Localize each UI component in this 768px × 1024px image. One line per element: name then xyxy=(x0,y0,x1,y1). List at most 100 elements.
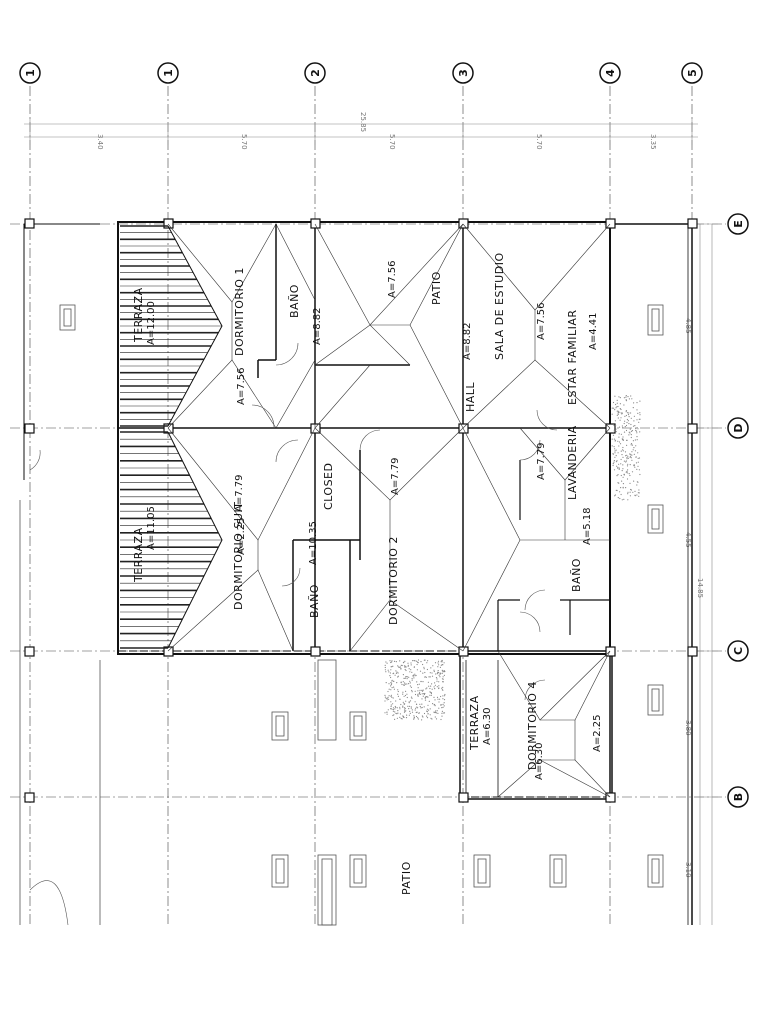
stipple-dot xyxy=(388,688,390,690)
stipple-dot xyxy=(620,450,622,452)
stipple-dot xyxy=(399,716,401,719)
stipple-dot xyxy=(613,407,615,409)
stipple-dot xyxy=(434,699,436,701)
stipple-dot xyxy=(615,407,617,409)
stipple-dot xyxy=(426,696,428,698)
stipple-dot xyxy=(397,675,399,677)
stipple-dot xyxy=(442,686,444,689)
stipple-dot xyxy=(443,702,445,704)
stipple-dot xyxy=(399,708,401,710)
stipple-dot xyxy=(406,693,408,695)
stipple-dot xyxy=(620,493,622,496)
stipple-dot xyxy=(391,660,393,662)
stipple-dot xyxy=(627,414,630,416)
stipple-dot xyxy=(394,705,396,708)
stipple-dot xyxy=(400,681,402,683)
axis-bubble-2: 2 xyxy=(304,62,326,84)
stipple-dot xyxy=(404,683,406,685)
stipple-dot xyxy=(387,696,389,698)
stipple-dot xyxy=(429,714,431,716)
stipple-dot xyxy=(616,410,618,412)
stipple-dot xyxy=(419,670,422,672)
stipple-dot xyxy=(431,688,433,690)
stipple-dot xyxy=(436,678,438,680)
stipple-dot xyxy=(443,662,445,664)
stipple-dot xyxy=(622,449,624,451)
stipple-dot xyxy=(618,468,620,470)
stipple-dot xyxy=(421,698,423,700)
area-hall: A=8.82 xyxy=(462,323,473,361)
stipple-dot xyxy=(405,690,407,693)
stipple-dot xyxy=(632,449,634,451)
stipple-dot xyxy=(624,426,626,428)
stipple-dot xyxy=(616,406,618,408)
stipple-dot xyxy=(424,671,426,674)
stipple-dot xyxy=(634,494,636,496)
area-terraza-2: A=11.05 xyxy=(146,506,157,550)
stipple-dot xyxy=(636,481,639,483)
stipple-dot xyxy=(633,420,635,422)
stipple-dot xyxy=(433,686,435,688)
stipple-dot xyxy=(429,708,431,710)
stipple-dot xyxy=(411,709,413,711)
area-lavanderia: A=7.79 xyxy=(536,443,547,481)
stipple-dot xyxy=(387,690,389,693)
stipple-dot xyxy=(385,697,387,700)
stipple-dot xyxy=(402,691,404,693)
stipple-dot xyxy=(433,669,435,671)
stipple-dot xyxy=(422,689,424,691)
stipple-dot xyxy=(403,684,405,686)
stipple-dot xyxy=(616,465,618,467)
stipple-dot xyxy=(393,688,395,690)
stipple-dot xyxy=(421,715,423,717)
stipple-dot xyxy=(395,706,397,709)
stipple-dot xyxy=(427,681,429,683)
stipple-dot xyxy=(621,425,624,427)
stipple-dot xyxy=(408,683,410,685)
axis-label-4: 4 xyxy=(604,69,617,77)
stipple-dot xyxy=(612,464,614,467)
area-estar-familiar: A=4.41 xyxy=(588,313,599,351)
stipple-dot xyxy=(409,680,411,682)
stipple-dot xyxy=(634,490,636,492)
stipple-dot xyxy=(629,474,631,477)
stipple-dot xyxy=(621,480,623,482)
stipple-dot xyxy=(442,712,444,714)
stipple-dot xyxy=(630,444,632,446)
stipple-dot xyxy=(433,696,435,699)
stipple-dot xyxy=(404,660,406,663)
stipple-dot xyxy=(632,425,635,427)
stipple-dot xyxy=(628,412,630,414)
stipple-dot xyxy=(438,681,440,683)
stipple-dot xyxy=(436,696,439,699)
windows xyxy=(19,304,664,926)
stipple-dot xyxy=(386,697,388,699)
stipple-dot xyxy=(639,414,641,416)
stipple-dot xyxy=(614,440,616,442)
stipple-dot xyxy=(402,681,404,683)
stipple-dot xyxy=(629,432,631,434)
stipple-dot xyxy=(404,694,407,697)
stipple-dot xyxy=(399,666,401,668)
stipple-dot xyxy=(385,661,387,663)
stipple-dot xyxy=(390,682,392,684)
stipple-dot xyxy=(631,444,634,446)
stipple-dot xyxy=(440,664,442,666)
stipple-dot xyxy=(384,694,386,697)
stipple-dot xyxy=(443,705,445,707)
stipple-dot xyxy=(637,492,640,494)
stipple-dot xyxy=(436,710,438,712)
stipple-dot xyxy=(440,704,442,706)
stipple-dot xyxy=(402,693,404,695)
stipple-dot xyxy=(427,660,429,662)
stipple-dot xyxy=(417,718,419,720)
stipple-dot xyxy=(618,426,621,428)
stipple-dot xyxy=(390,666,392,668)
stipple-dot xyxy=(634,450,637,452)
stipple-dot xyxy=(421,690,424,692)
stipple-dot xyxy=(626,465,629,467)
stipple-dot xyxy=(420,707,422,709)
stipple-dot xyxy=(437,671,439,674)
stipple-dot xyxy=(390,661,392,664)
stipple-dot xyxy=(624,451,627,453)
